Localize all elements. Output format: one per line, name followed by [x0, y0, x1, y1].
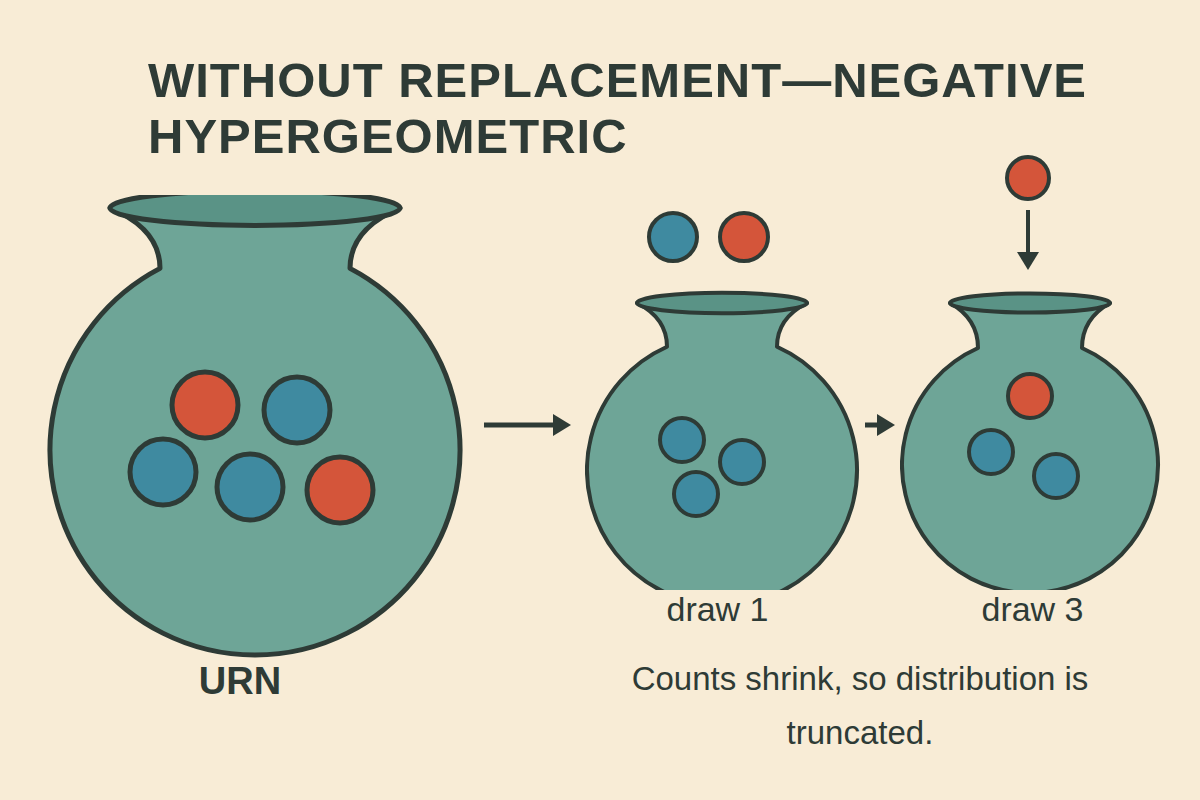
drop-arrow-head	[1017, 252, 1039, 270]
title: WITHOUT REPLACEMENT—NEGATIVE HYPERGEOMET…	[148, 52, 1158, 164]
arrow-connector	[865, 414, 895, 436]
drop-arrow	[1026, 210, 1030, 255]
blue-ball	[674, 472, 718, 516]
blue-ball	[264, 377, 330, 443]
blue-ball	[1034, 454, 1078, 498]
urn-shape	[585, 290, 860, 590]
arrow-connector	[484, 414, 571, 436]
blue-ball	[649, 213, 697, 261]
blue-ball	[720, 440, 764, 484]
red-ball	[307, 457, 373, 523]
caption: Counts shrink, so distribution is trunca…	[620, 652, 1100, 760]
urn-label: draw 1	[585, 590, 860, 629]
red-ball	[1007, 157, 1049, 199]
red-ball	[720, 213, 768, 261]
arrow-head	[877, 414, 895, 436]
urn-rim	[110, 195, 400, 225]
arrow-head	[553, 414, 571, 436]
urn-body	[902, 303, 1158, 590]
urn-node: draw 3	[900, 290, 1165, 629]
urn-rim	[637, 293, 807, 313]
urn-body	[587, 303, 857, 590]
urn-label: draw 3	[900, 590, 1165, 629]
blue-ball	[130, 439, 196, 505]
urn-shape	[40, 195, 470, 660]
blue-ball	[217, 454, 283, 520]
blue-ball	[969, 430, 1013, 474]
urn-label: URN	[40, 660, 470, 703]
urn-rim	[950, 293, 1110, 312]
urn-node: draw 1	[585, 290, 860, 629]
urn-shape	[900, 290, 1165, 590]
urn-node: URN	[40, 195, 470, 703]
red-ball	[172, 372, 238, 438]
arrow-line	[484, 423, 557, 428]
blue-ball	[660, 418, 704, 462]
urn-body	[50, 208, 460, 655]
red-ball	[1008, 374, 1052, 418]
